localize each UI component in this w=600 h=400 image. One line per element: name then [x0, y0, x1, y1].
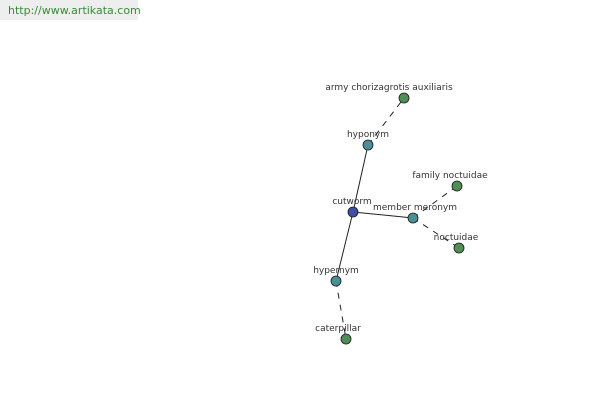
node-label-hypernym: hypernym: [313, 266, 359, 276]
node-label-army-chorizagrotis-auxiliaris: army chorizagrotis auxiliaris: [325, 83, 453, 93]
edge-hyponym-to-army-chorizagrotis-auxiliaris: [367, 97, 405, 146]
node-label-cutworm: cutworm: [332, 197, 371, 207]
node-member-meronym[interactable]: [407, 212, 419, 224]
edge-cutworm-to-member-meronym: [352, 211, 414, 219]
site-url-link[interactable]: http://www.artikata.com: [8, 4, 141, 17]
edge-layer: [335, 97, 460, 340]
node-noctuidae[interactable]: [453, 242, 465, 254]
node-label-noctuidae: noctuidae: [434, 233, 479, 243]
node-label-hyponym: hyponym: [347, 130, 389, 140]
node-cutworm[interactable]: [347, 206, 359, 218]
edge-member-meronym-to-family-noctuidae: [412, 185, 458, 219]
node-label-family-noctuidae: family noctuidae: [412, 171, 488, 181]
edge-hypernym-to-caterpillar: [335, 280, 347, 340]
node-layer: [330, 92, 465, 345]
node-hypernym[interactable]: [330, 275, 342, 287]
node-family-noctuidae[interactable]: [451, 180, 463, 192]
edge-member-meronym-to-noctuidae: [412, 217, 460, 249]
url-banner: http://www.artikata.com: [0, 0, 141, 20]
label-layer: cutworm hyponym hypernym member meronym army…: [313, 83, 488, 334]
node-army-chorizagrotis-auxiliaris[interactable]: [398, 92, 410, 104]
node-hyponym[interactable]: [362, 139, 374, 151]
edge-cutworm-to-hyponym: [352, 144, 369, 213]
node-caterpillar[interactable]: [340, 333, 352, 345]
node-label-member-meronym: member meronym: [373, 203, 457, 213]
edge-cutworm-to-hypernym: [335, 211, 354, 282]
node-label-caterpillar: caterpillar: [315, 324, 361, 334]
